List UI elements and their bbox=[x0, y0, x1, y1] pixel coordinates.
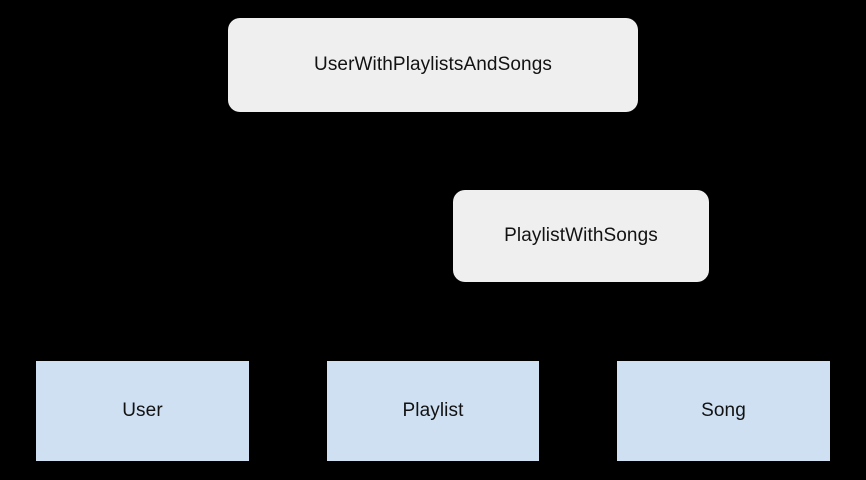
node-label-user: User bbox=[122, 399, 163, 421]
node-label-playlist: Playlist bbox=[402, 399, 464, 421]
node-song[interactable]: Song bbox=[617, 361, 830, 461]
node-label-playlist-with-songs: PlaylistWithSongs bbox=[504, 224, 658, 246]
edge-playlistwithsongs-to-song bbox=[639, 282, 724, 361]
node-label-user-with-playlists-and-songs: UserWithPlaylistsAndSongs bbox=[314, 53, 552, 75]
edge-playlistwithsongs-to-playlist bbox=[432, 282, 521, 361]
node-user-with-playlists-and-songs[interactable]: UserWithPlaylistsAndSongs bbox=[228, 18, 638, 112]
node-playlist[interactable]: Playlist bbox=[327, 361, 539, 461]
node-label-song: Song bbox=[701, 399, 746, 421]
node-playlist-with-songs[interactable]: PlaylistWithSongs bbox=[453, 190, 709, 282]
edge-userwithplaylistsandsongs-to-user bbox=[141, 112, 301, 361]
node-user[interactable]: User bbox=[36, 361, 249, 461]
